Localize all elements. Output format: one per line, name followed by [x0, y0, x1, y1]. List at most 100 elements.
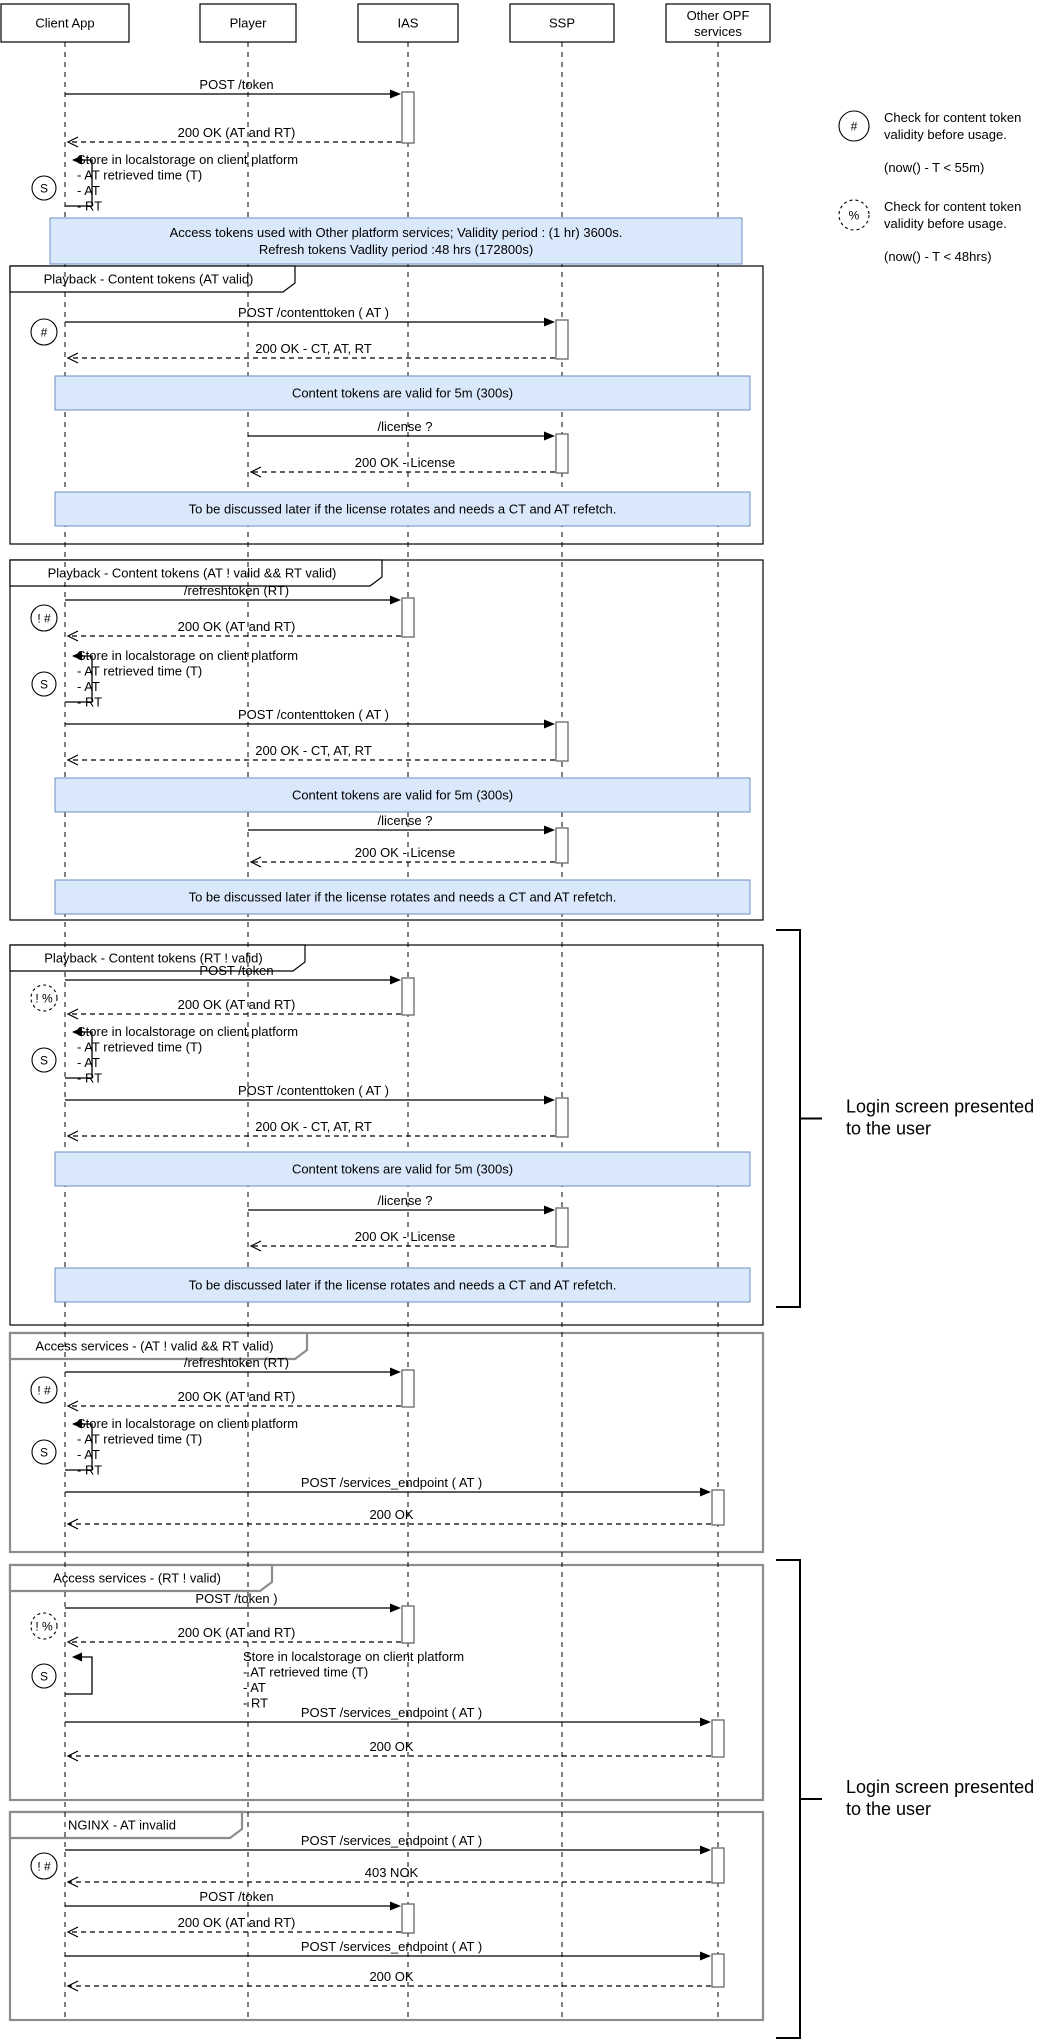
svg-text:/license ?: /license ?	[378, 419, 433, 434]
store-marker-icon: S	[31, 1439, 57, 1465]
svg-text:S: S	[40, 678, 48, 692]
frame: Playback - Content tokens (RT ! valid)	[9, 944, 764, 1326]
svg-text:- AT retrieved time (T): - AT retrieved time (T)	[77, 664, 202, 679]
note: Content tokens are valid for 5m (300s)	[54, 375, 751, 411]
svg-text:- AT retrieved time (T): - AT retrieved time (T)	[77, 1432, 202, 1447]
frame-title: Playback - Content tokens (RT ! valid)	[44, 951, 262, 966]
svg-text:POST /contenttoken ( AT ): POST /contenttoken ( AT )	[238, 707, 389, 722]
svg-text:validity before usage.: validity before usage.	[884, 127, 1007, 142]
svg-text:To be discussed later if the l: To be discussed later if the license rot…	[189, 502, 617, 517]
activation-bar	[555, 1207, 569, 1248]
return-arrow: 200 OK - License	[249, 845, 555, 868]
validity-check-marker-icon: ! %	[30, 1612, 58, 1640]
message-arrow: POST /services_endpoint ( AT )	[65, 1705, 711, 1727]
svg-text:200 OK - CT, AT, RT: 200 OK - CT, AT, RT	[255, 341, 372, 356]
message-arrow: /license ?	[248, 1193, 555, 1215]
activation-bar	[555, 433, 569, 474]
message-arrow: /license ?	[248, 813, 555, 835]
store-marker-icon: S	[31, 1663, 57, 1689]
frame: Playback - Content tokens (AT ! valid &&…	[9, 559, 764, 921]
svg-text:- RT: - RT	[243, 1696, 268, 1711]
svg-text:200 OK: 200 OK	[369, 1969, 413, 1984]
svg-text:POST /services_endpoint ( AT ): POST /services_endpoint ( AT )	[301, 1475, 482, 1490]
svg-text:/license ?: /license ?	[378, 1193, 433, 1208]
svg-text:Check for content token: Check for content token	[884, 199, 1021, 214]
svg-text:Content tokens are valid for 5: Content tokens are valid for 5m (300s)	[292, 1162, 513, 1177]
svg-text:#: #	[41, 326, 48, 340]
frame-title: Access services - (RT ! valid)	[53, 1571, 221, 1586]
validity-check-marker-icon: ! %	[30, 984, 58, 1012]
activation-bar	[555, 721, 569, 762]
svg-text:POST /contenttoken ( AT ): POST /contenttoken ( AT )	[238, 1083, 389, 1098]
svg-text:Refresh tokens Vadlity period: Refresh tokens Vadlity period :48 hrs (1…	[259, 242, 533, 257]
frame-title: Playback - Content tokens (AT ! valid &&…	[48, 566, 337, 581]
self-message: Store in localstorage on client platform…	[65, 1416, 298, 1478]
svg-text:- AT: - AT	[77, 183, 100, 198]
note: Content tokens are valid for 5m (300s)	[54, 1151, 751, 1187]
message-arrow: /license ?	[248, 419, 555, 441]
svg-text:Check for content token: Check for content token	[884, 110, 1021, 125]
store-marker-icon: S	[31, 1047, 57, 1073]
svg-text:Store in localstorage on clien: Store in localstorage on client platform	[77, 152, 298, 167]
store-marker-icon: S	[31, 671, 57, 697]
svg-text:POST /token ): POST /token )	[195, 1591, 277, 1606]
validity-check-marker-icon: ! #	[30, 1852, 58, 1880]
svg-text:200 OK: 200 OK	[369, 1739, 413, 1754]
activation-bar	[711, 1953, 725, 1988]
svg-text:- AT: - AT	[77, 679, 100, 694]
frame: NGINX - AT invalid	[8, 1810, 765, 2022]
message-arrow: POST /services_endpoint ( AT )	[65, 1475, 711, 1497]
svg-text:to the user: to the user	[846, 1799, 931, 1819]
svg-text:Store in localstorage on clien: Store in localstorage on client platform	[243, 1649, 464, 1664]
return-arrow: 200 OK - License	[249, 455, 555, 478]
svg-text:POST /services_endpoint ( AT ): POST /services_endpoint ( AT )	[301, 1833, 482, 1848]
activation-bar	[401, 597, 415, 638]
activation-bar	[555, 827, 569, 864]
svg-text:200 OK - License: 200 OK - License	[355, 1229, 455, 1244]
return-arrow: 200 OK	[66, 1507, 711, 1530]
svg-text:to the user: to the user	[846, 1119, 931, 1139]
svg-text:(now() - T < 48hrs): (now() - T < 48hrs)	[884, 249, 992, 264]
message-arrow: POST /token )	[65, 1591, 401, 1613]
svg-text:/license ?: /license ?	[378, 813, 433, 828]
svg-text:200 OK (AT and RT): 200 OK (AT and RT)	[178, 1625, 296, 1640]
self-message: Store in localstorage on client platform…	[65, 1024, 298, 1086]
note: Access tokens used with Other platform s…	[49, 217, 743, 265]
svg-text:- AT retrieved time (T): - AT retrieved time (T)	[77, 1040, 202, 1055]
self-message: Store in localstorage on client platform…	[65, 152, 298, 214]
svg-text:services: services	[694, 24, 742, 39]
svg-text:- RT: - RT	[77, 1463, 102, 1478]
return-arrow: 200 OK - License	[249, 1229, 555, 1252]
frame: Access services - (RT ! valid)	[8, 1563, 765, 1802]
validity-check-marker-icon: #	[30, 318, 58, 346]
svg-text:POST /contenttoken ( AT ): POST /contenttoken ( AT )	[238, 305, 389, 320]
svg-text:- AT retrieved time (T): - AT retrieved time (T)	[243, 1665, 368, 1680]
actor-box: IAS	[357, 3, 459, 43]
svg-text:- AT: - AT	[77, 1055, 100, 1070]
svg-text:S: S	[40, 1446, 48, 1460]
svg-text:200 OK - CT, AT, RT: 200 OK - CT, AT, RT	[255, 743, 372, 758]
svg-text:Store in localstorage on clien: Store in localstorage on client platform	[77, 648, 298, 663]
svg-text:Store in localstorage on clien: Store in localstorage on client platform	[77, 1416, 298, 1431]
svg-text:Login screen presented: Login screen presented	[846, 1777, 1034, 1797]
svg-text:! #: ! #	[37, 612, 51, 626]
message-arrow: POST /token	[65, 77, 401, 99]
activation-bar	[401, 1369, 415, 1408]
svg-text:200 OK - License: 200 OK - License	[355, 845, 455, 860]
svg-text:200 OK (AT and RT): 200 OK (AT and RT)	[178, 619, 296, 634]
svg-text:S: S	[40, 182, 48, 196]
activation-bar	[555, 319, 569, 360]
svg-text:Content tokens are valid for 5: Content tokens are valid for 5m (300s)	[292, 788, 513, 803]
svg-text:- RT: - RT	[77, 1071, 102, 1086]
svg-text:! #: ! #	[37, 1384, 51, 1398]
svg-text:/refreshtoken (RT): /refreshtoken (RT)	[184, 583, 289, 598]
return-arrow: 200 OK (AT and RT)	[66, 997, 401, 1020]
svg-text:#: #	[851, 120, 858, 134]
frame: Access services - (AT ! valid && RT vali…	[8, 1331, 765, 1554]
message-arrow: POST /services_endpoint ( AT )	[65, 1939, 711, 1961]
svg-text:IAS: IAS	[398, 16, 419, 31]
svg-text:200 OK - CT, AT, RT: 200 OK - CT, AT, RT	[255, 1119, 372, 1134]
